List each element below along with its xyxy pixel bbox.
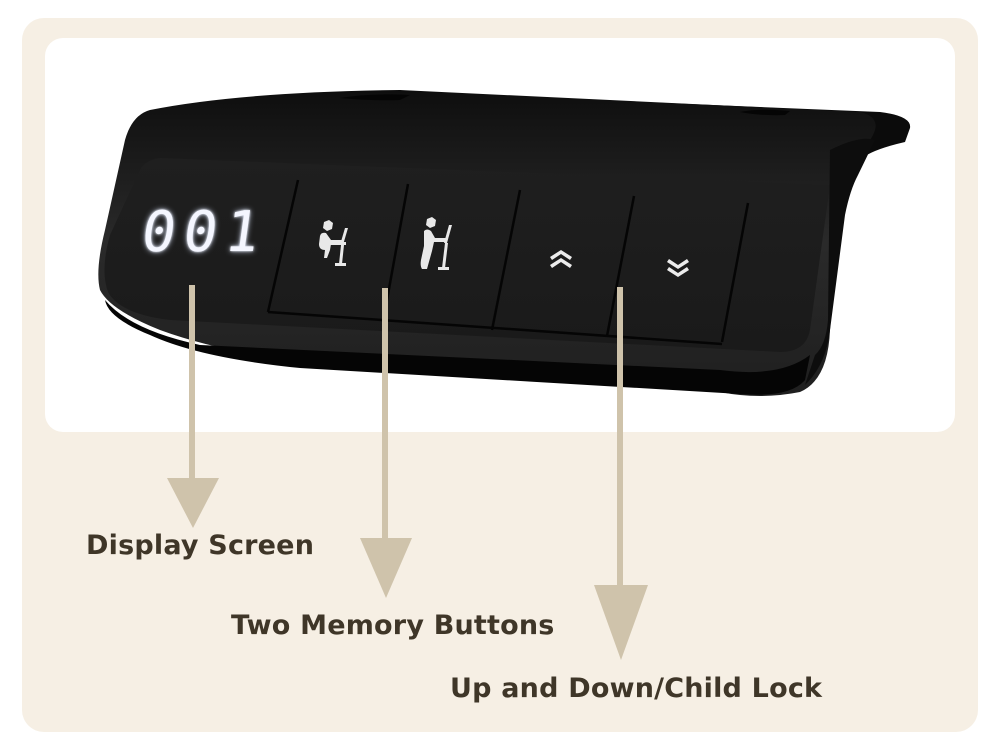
standing-person-at-desk-icon[interactable] — [415, 216, 465, 272]
desk-control-panel-device — [98, 90, 911, 396]
arrow-shaft-display — [189, 285, 195, 485]
callout-label-display-screen: Display Screen — [86, 530, 315, 561]
product-photo-panel: 001 — [45, 38, 955, 432]
arrow-head-display — [167, 478, 219, 528]
double-chevron-up-icon[interactable] — [548, 248, 574, 272]
arrow-shaft-memory — [382, 288, 388, 543]
arrow-head-memory — [360, 538, 412, 598]
callout-label-memory-buttons: Two Memory Buttons — [231, 610, 555, 641]
sitting-person-at-desk-icon[interactable] — [315, 218, 361, 268]
arrow-head-updown — [594, 585, 648, 660]
callout-label-up-down-child-lock: Up and Down/Child Lock — [450, 673, 823, 704]
arrow-shaft-updown — [617, 287, 623, 597]
double-chevron-down-icon[interactable] — [665, 258, 691, 282]
